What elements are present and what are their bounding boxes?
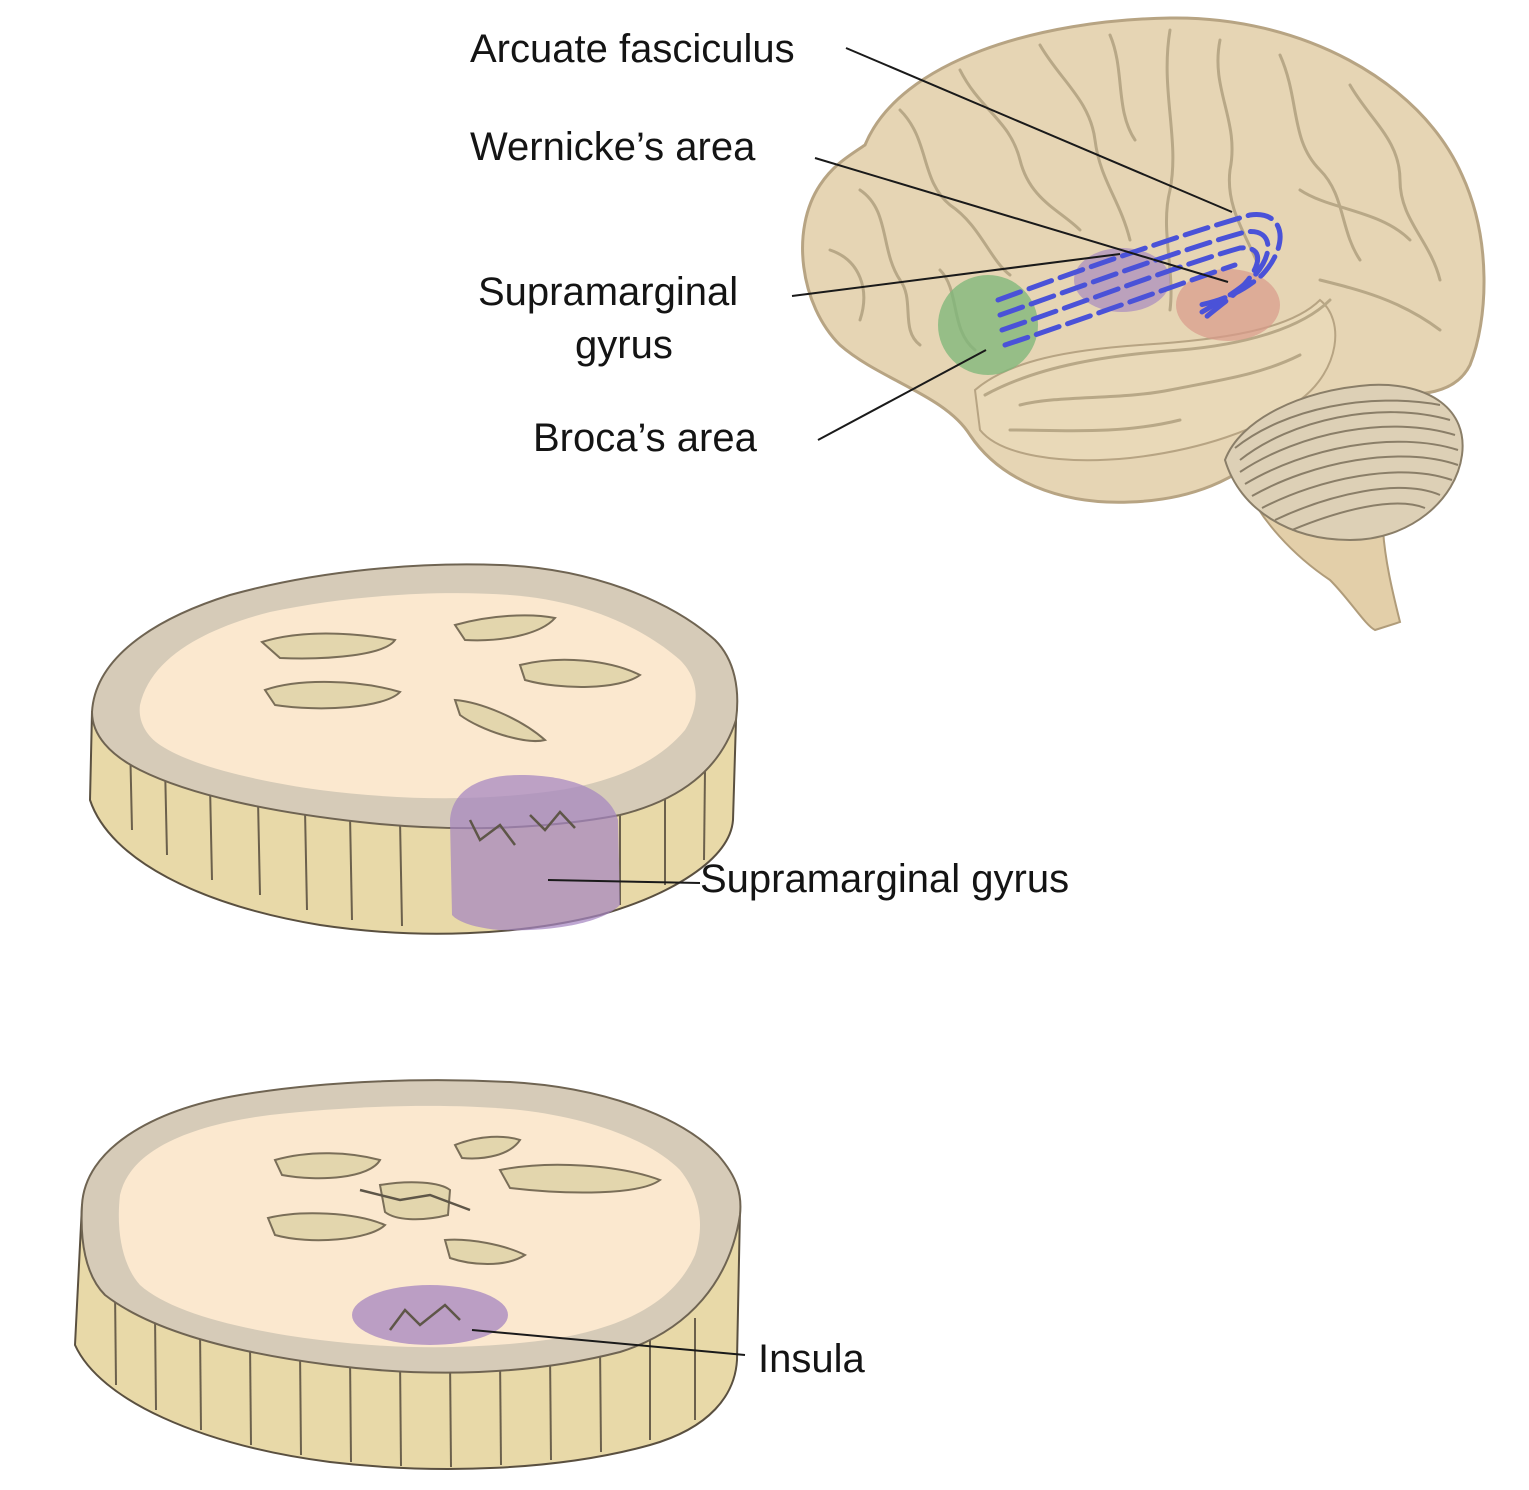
leader-arcuate-fasciculus [845,47,1233,213]
label-section-supramarginal-gyrus: Supramarginal gyrus [700,857,1069,901]
brocas-area-highlight [938,275,1038,375]
label-wernickes-area: Wernicke’s area [470,125,756,169]
leader-lines [471,47,1233,1356]
leader-wernickes-area [814,157,1229,283]
label-supramarginal-gyrus-line2: gyrus [575,323,673,367]
arcuate-fasciculus-tract [995,212,1283,348]
leader-section-supramarginal-gyrus [547,879,701,884]
lower-section-wall-seams [114,1289,696,1468]
lateral-fissure [983,298,1332,397]
lateral-brain-view [801,16,1486,632]
label-arcuate-fasciculus: Arcuate fasciculus [470,27,795,71]
label-brocas-area: Broca’s area [533,416,758,460]
insula-highlight [352,1285,508,1345]
upper-brain-section [88,563,739,935]
labels: Arcuate fasciculus Wernicke’s area Supra… [470,27,1069,1381]
leader-brocas-area [817,349,987,441]
label-supramarginal-gyrus-line1: Supramarginal [478,270,738,314]
wernickes-area-highlight [1176,269,1280,341]
cerebellum [1223,383,1464,542]
gyri-texture [828,33,1442,433]
leader-insula [471,1329,746,1356]
label-insula: Insula [758,1337,865,1381]
leader-supramarginal-gyrus [791,253,1121,297]
lower-brain-section [73,1079,742,1470]
upper-supramarginal-highlight [450,775,620,931]
